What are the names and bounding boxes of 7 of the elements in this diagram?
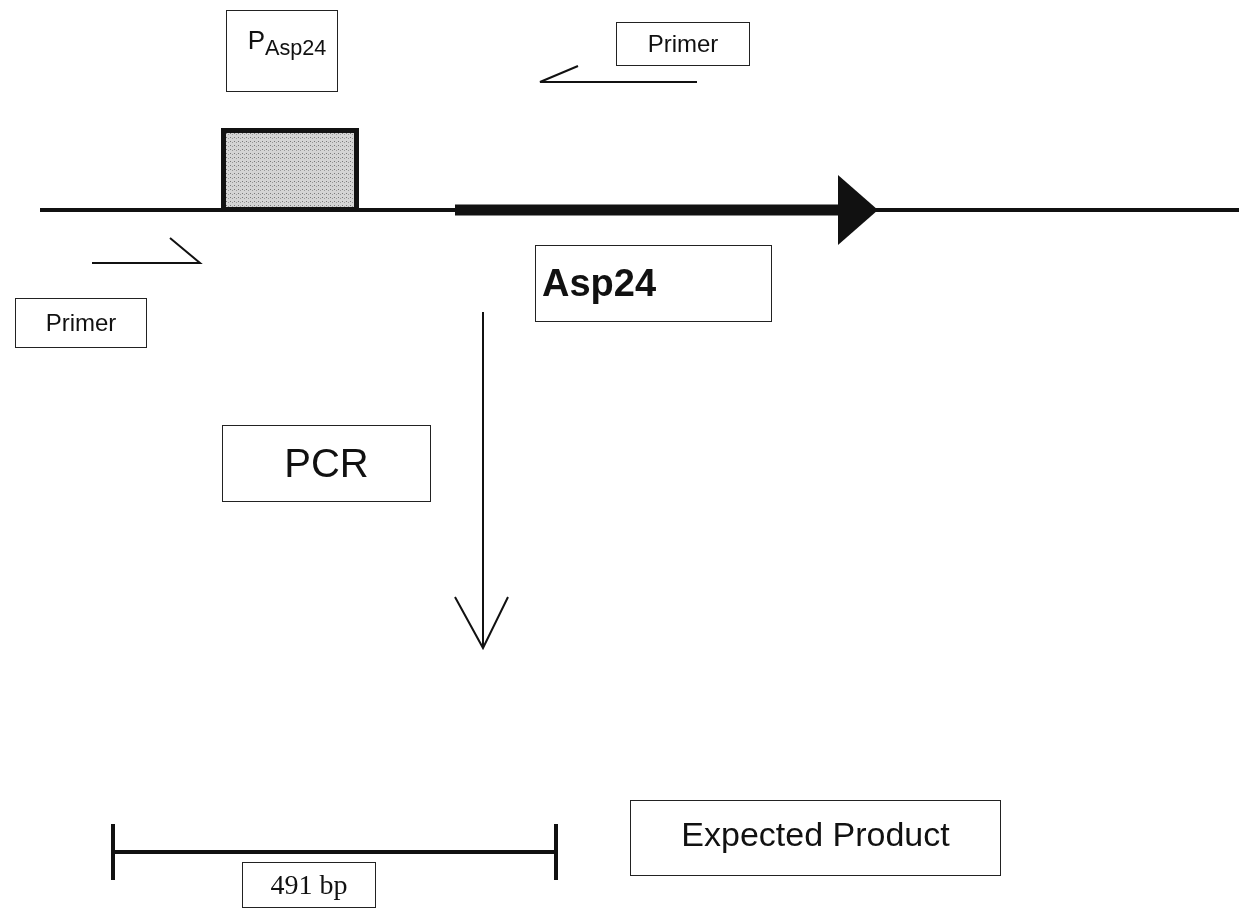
label-text: Primer [647, 30, 719, 58]
label-text: Expected Product [681, 815, 950, 854]
label-text: P$_{Asp24}$ [247, 25, 327, 62]
label-text: 491 bp [270, 869, 348, 901]
label-text: PCR [284, 441, 369, 486]
label-text: Primer [45, 309, 117, 337]
label-text: Asp24 [542, 262, 657, 305]
